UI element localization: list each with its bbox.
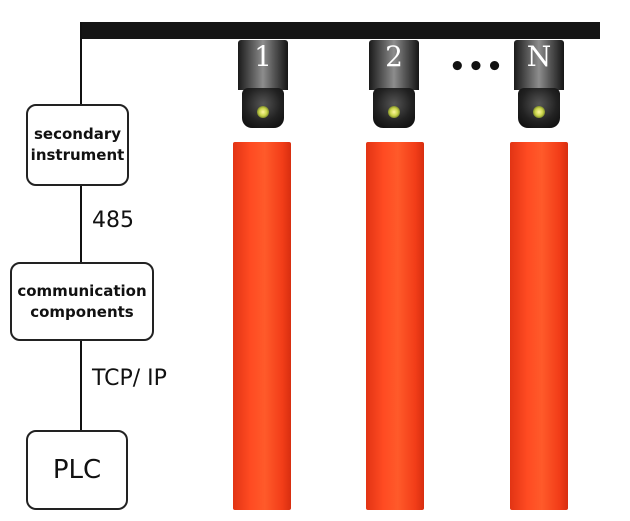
- connector-rail-to-instrument: [80, 22, 82, 106]
- connector-comm-to-plc: [80, 341, 82, 430]
- camera-2: 2: [369, 40, 419, 128]
- hot-billet-n: [510, 142, 568, 510]
- hot-billet-1: [233, 142, 291, 510]
- camera-n-number: N: [514, 40, 564, 90]
- camera-1-body: [242, 88, 284, 128]
- camera-2-body: [373, 88, 415, 128]
- camera-2-number: 2: [369, 40, 419, 90]
- camera-lens-icon: [388, 106, 400, 118]
- plc-label: PLC: [52, 454, 102, 485]
- secondary-instrument-box: secondary instrument: [26, 104, 129, 186]
- plc-box: PLC: [26, 430, 128, 510]
- ellipsis: •••: [449, 52, 505, 82]
- connector-instrument-to-comm: [80, 186, 82, 262]
- camera-1-number: 1: [238, 40, 288, 90]
- link-tcpip-label: TCP/ IP: [92, 366, 167, 391]
- camera-n-body: [518, 88, 560, 128]
- communication-components-label: communication components: [17, 281, 147, 321]
- hot-billet-2: [366, 142, 424, 510]
- communication-components-box: communication components: [10, 262, 154, 341]
- link-485-label: 485: [92, 208, 134, 233]
- secondary-instrument-label: secondary instrument: [30, 125, 125, 164]
- camera-lens-icon: [533, 106, 545, 118]
- camera-lens-icon: [257, 106, 269, 118]
- mounting-rail: [82, 22, 600, 39]
- camera-n: N: [514, 40, 564, 128]
- camera-1: 1: [238, 40, 288, 128]
